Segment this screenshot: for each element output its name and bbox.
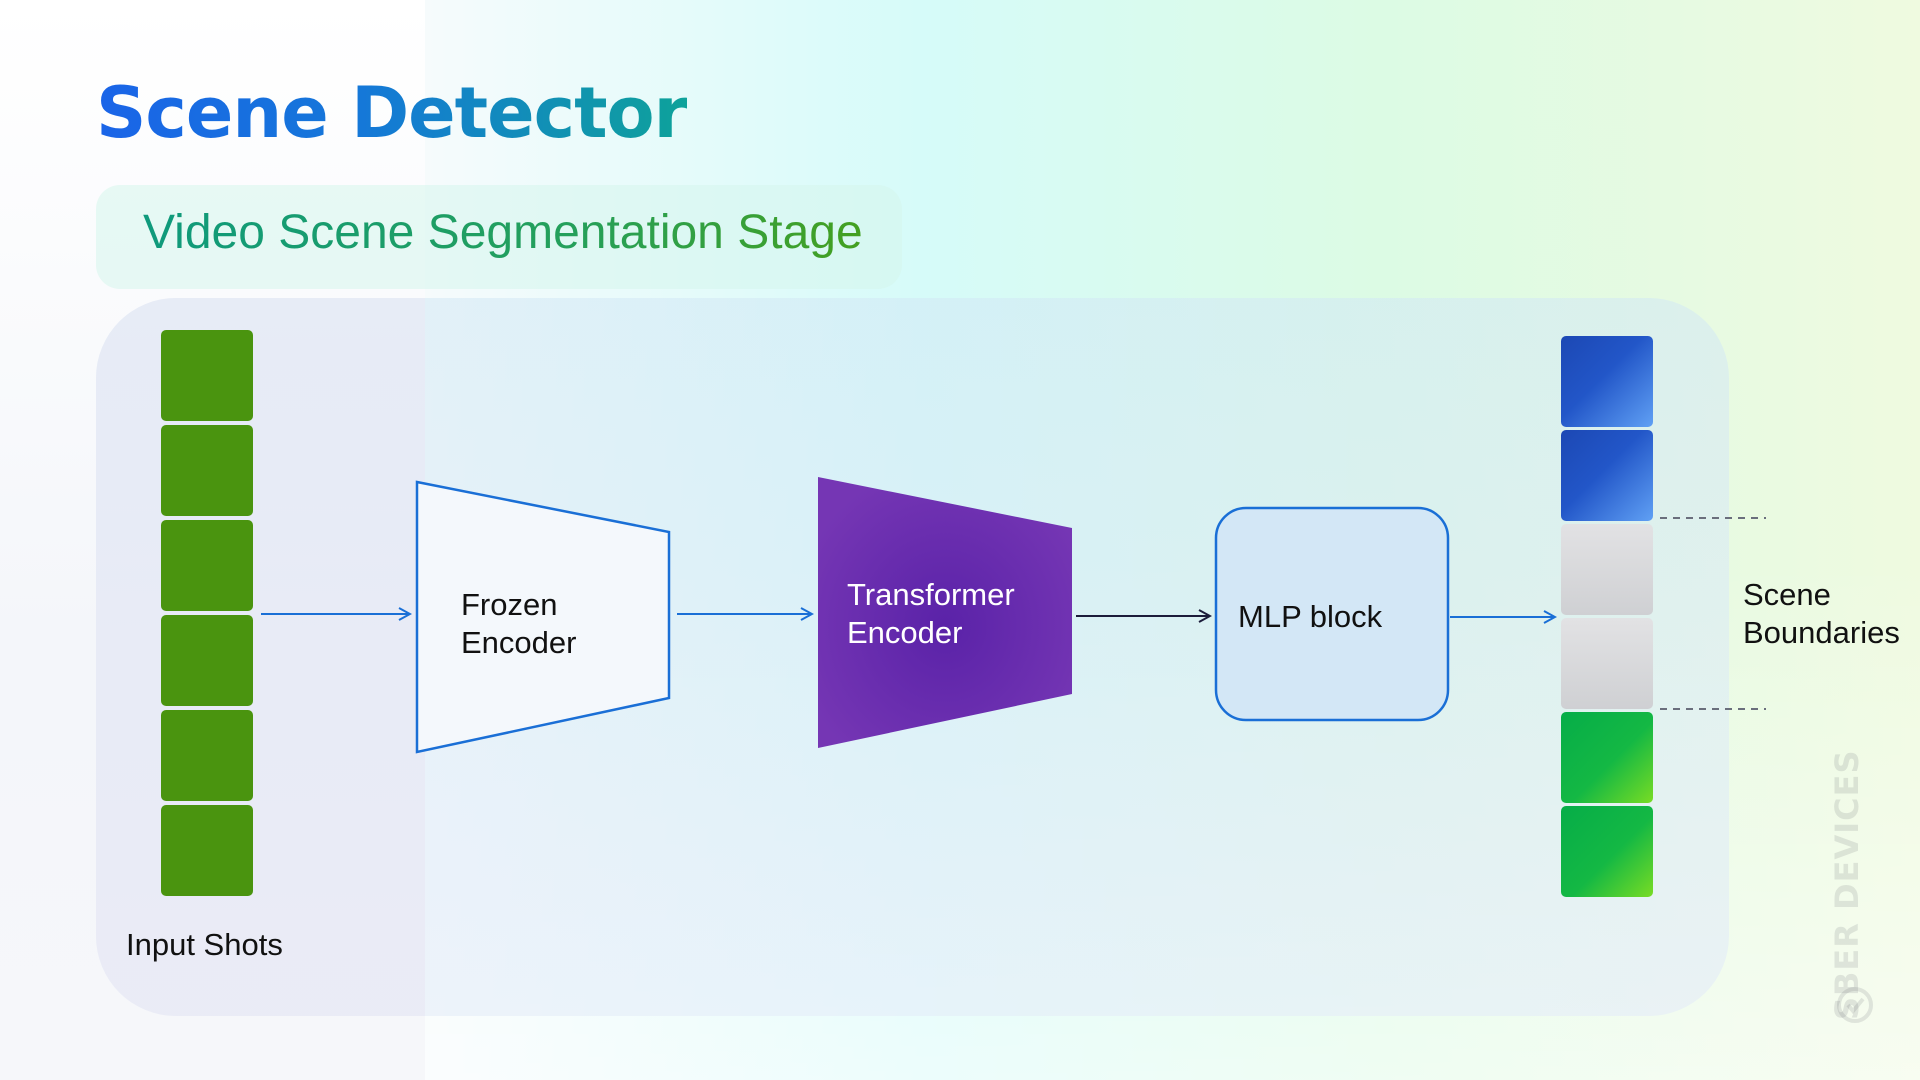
output-block-scene-3: [1561, 806, 1653, 897]
frozen-encoder-label: Frozen Encoder: [461, 587, 577, 660]
scene-boundaries-label: Scene Boundaries: [1743, 577, 1900, 650]
input-shot: [161, 330, 253, 421]
output-block-scene-1: [1561, 430, 1653, 521]
input-shot: [161, 710, 253, 801]
diagram-panel-left-shade: [96, 298, 425, 1016]
output-block-scene-2: [1561, 524, 1653, 615]
input-shots-stack: [161, 330, 253, 900]
subtitle: Video Scene Segmentation Stage: [143, 206, 863, 259]
sber-devices-watermark: SBER DEVICES: [1828, 749, 1866, 1020]
sber-logo-icon: [1837, 987, 1873, 1023]
output-block-scene-1: [1561, 336, 1653, 427]
input-shot: [161, 805, 253, 896]
input-shots-label: Input Shots: [126, 927, 283, 962]
transformer-encoder-shape: [818, 477, 1072, 748]
subtitle-box: [96, 185, 902, 289]
input-shot: [161, 425, 253, 516]
output-block-scene-2: [1561, 618, 1653, 709]
input-shot: [161, 520, 253, 611]
transformer-encoder-label: Transformer Encoder: [847, 577, 1015, 650]
frozen-encoder-shape: [415, 480, 671, 754]
input-shot: [161, 615, 253, 706]
mlp-block-label: MLP block: [1238, 599, 1383, 634]
mlp-block-shape: [1214, 506, 1450, 722]
output-blocks-stack: [1561, 336, 1653, 900]
page-title: Scene Detector: [96, 72, 688, 154]
output-block-scene-3: [1561, 712, 1653, 803]
